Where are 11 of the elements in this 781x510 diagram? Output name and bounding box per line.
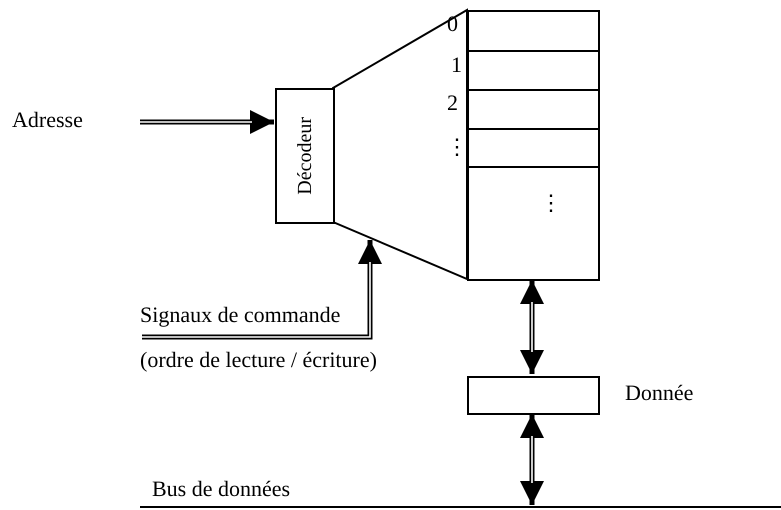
data-register-box (467, 376, 600, 415)
row-number: 1 (451, 52, 462, 78)
ellipsis-mark: ⋮ (446, 136, 468, 158)
control-signals-label: Signaux de commande (ordre de lecture / écriture) (140, 292, 392, 382)
row-number: 2 (447, 90, 458, 116)
data-bus: Bus de données (140, 476, 781, 508)
register-label: Donnée (625, 380, 694, 406)
address-label: Adresse (12, 107, 140, 137)
memory-array (467, 10, 600, 281)
ellipsis-mark: ⋮ (540, 192, 562, 214)
decoder-box: Décodeur (275, 88, 335, 224)
